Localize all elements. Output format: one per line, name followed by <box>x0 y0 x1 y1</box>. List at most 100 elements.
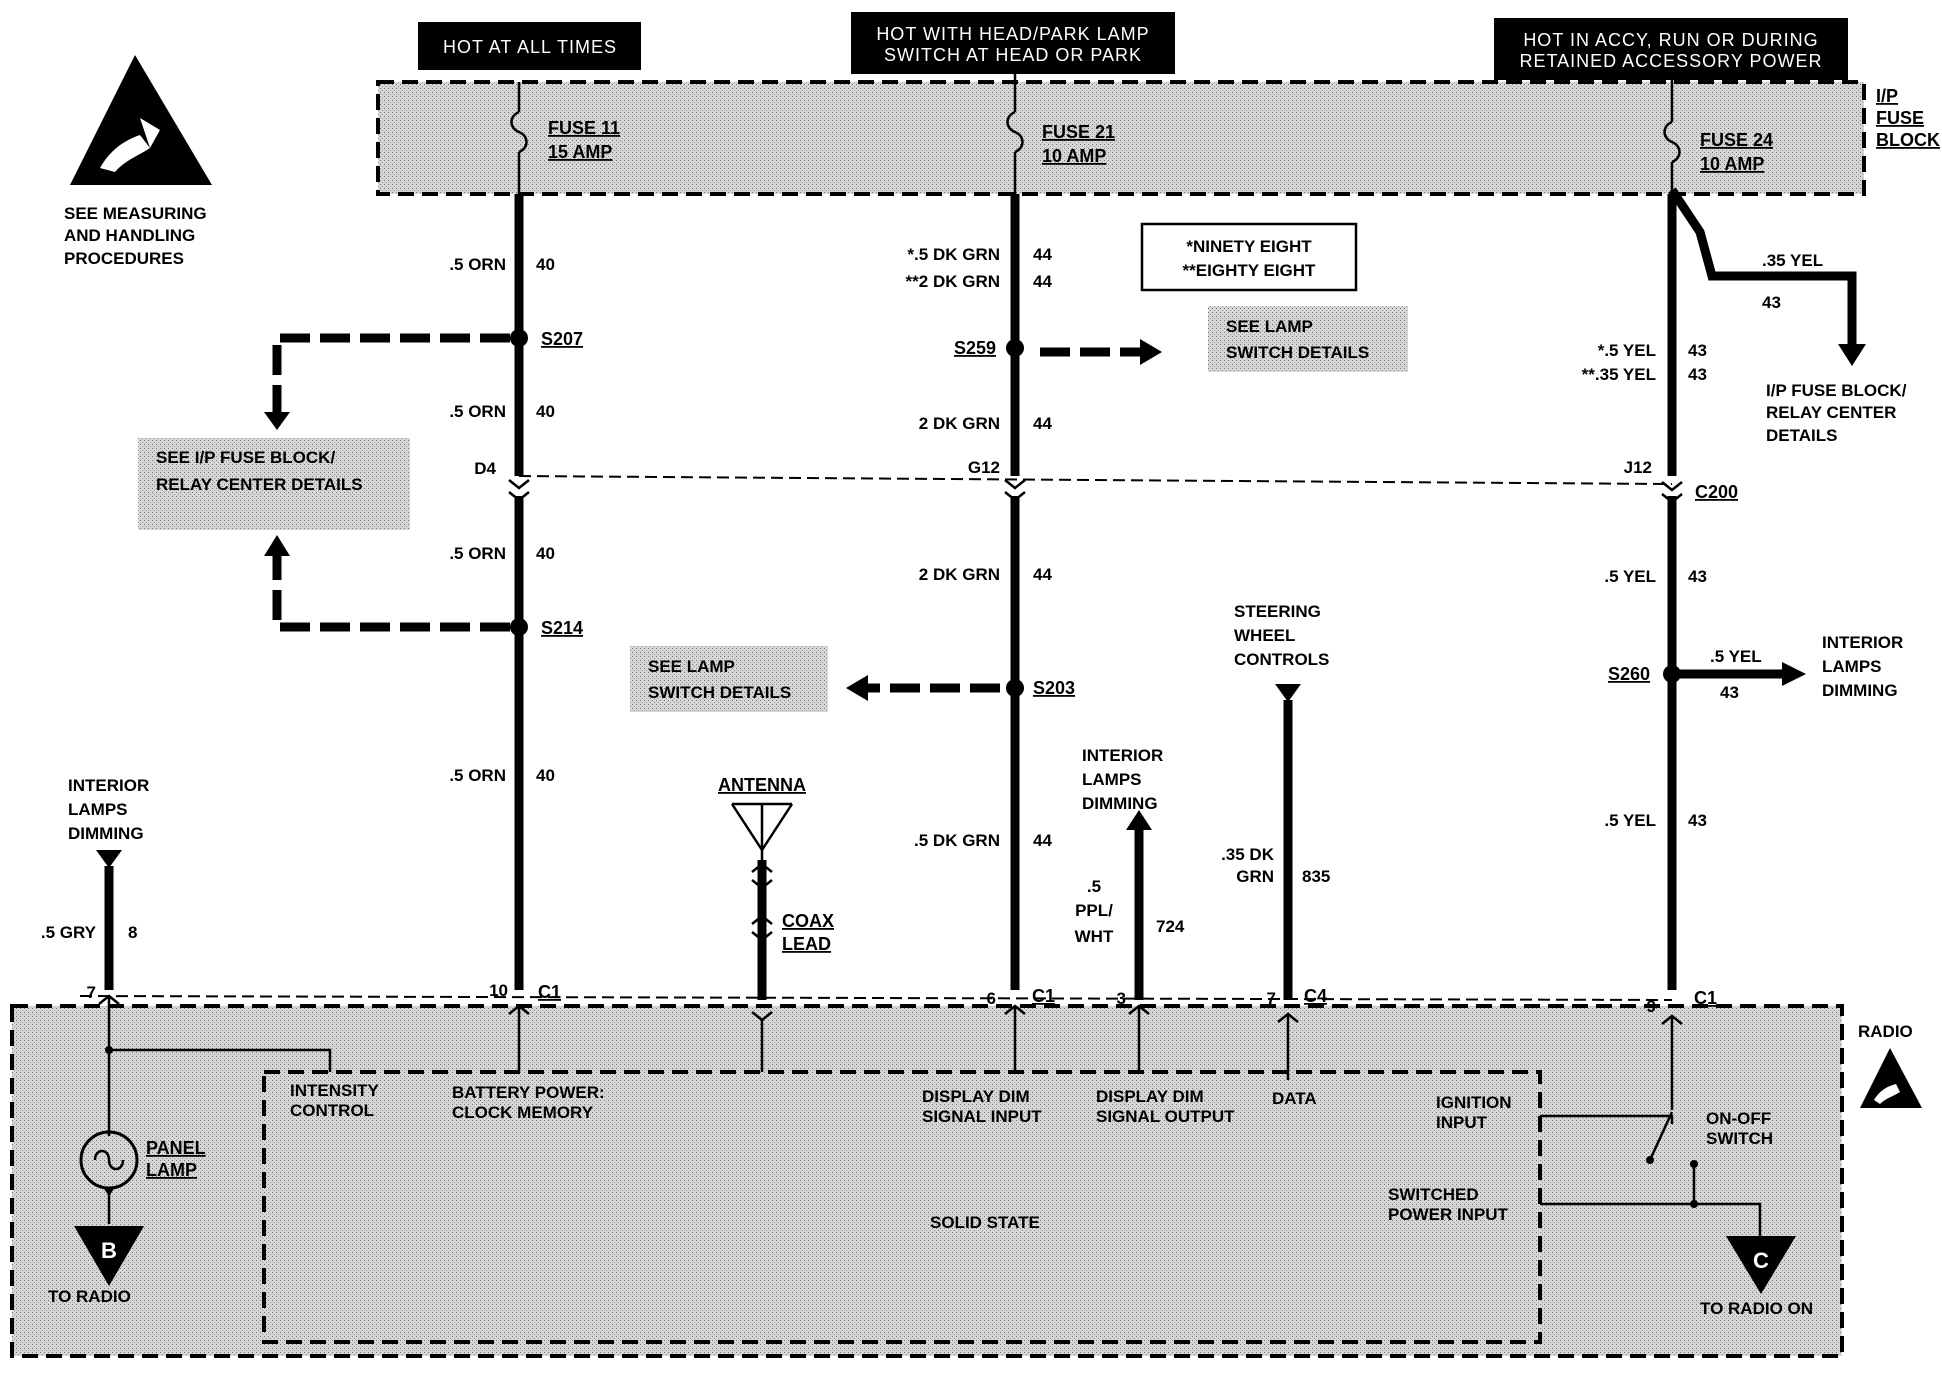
svg-text:DIMMING: DIMMING <box>68 824 144 843</box>
radio-esd-icon <box>1860 1048 1922 1108</box>
coax-lead-label: COAX LEAD <box>782 911 834 954</box>
svg-text:**EIGHTY EIGHT: **EIGHTY EIGHT <box>1183 261 1316 280</box>
steering-wheel-controls: STEERING WHEEL CONTROLS <box>1234 602 1329 669</box>
data-label: DATA <box>1272 1089 1317 1108</box>
fuse-21-rating: 10 AMP <box>1042 146 1106 166</box>
splice-s207-label: S207 <box>541 329 583 349</box>
svg-text:SWITCH DETAILS: SWITCH DETAILS <box>1226 343 1369 362</box>
svg-text:40: 40 <box>536 255 555 274</box>
svg-text:LAMPS: LAMPS <box>68 800 128 819</box>
interior-lamps-dimming-right: INTERIOR LAMPS DIMMING <box>1822 633 1903 700</box>
svg-text:GRN: GRN <box>1236 867 1274 886</box>
svg-text:.5 YEL: .5 YEL <box>1604 811 1656 830</box>
fuse-21-label: FUSE 21 <box>1042 122 1115 142</box>
svg-text:44: 44 <box>1033 565 1052 584</box>
svg-text:.5 ORN: .5 ORN <box>449 766 506 785</box>
header-hot-accy: HOT IN ACCY, RUN OR DURING RETAINED ACCE… <box>1494 18 1848 80</box>
svg-text:.35 YEL: .35 YEL <box>1762 251 1823 270</box>
connector-d4-pin <box>508 479 530 490</box>
svg-text:WHEEL: WHEEL <box>1234 626 1295 645</box>
splice-s260-label: S260 <box>1608 664 1650 684</box>
svg-text:40: 40 <box>536 402 555 421</box>
svg-text:B: B <box>101 1238 117 1263</box>
svg-text:SIGNAL OUTPUT: SIGNAL OUTPUT <box>1096 1107 1235 1126</box>
fuse-24-rating: 10 AMP <box>1700 154 1764 174</box>
svg-text:RELAY CENTER DETAILS: RELAY CENTER DETAILS <box>156 475 363 494</box>
lamp-switch-reference-1: SEE LAMP SWITCH DETAILS <box>1208 306 1408 372</box>
svg-text:2 DK GRN: 2 DK GRN <box>919 565 1000 584</box>
svg-text:SEE I/P FUSE BLOCK/: SEE I/P FUSE BLOCK/ <box>156 448 335 467</box>
svg-text:2 DK GRN: 2 DK GRN <box>919 414 1000 433</box>
svg-text:.35 DK: .35 DK <box>1221 845 1275 864</box>
svg-text:SWITCHED: SWITCHED <box>1388 1185 1479 1204</box>
svg-text:TO RADIO: TO RADIO <box>48 1287 131 1306</box>
intensity-control-line <box>109 1048 332 1072</box>
svg-text:.5 YEL: .5 YEL <box>1710 647 1762 666</box>
svg-text:WHT: WHT <box>1075 927 1114 946</box>
esd-note: SEE MEASURING AND HANDLING PROCEDURES <box>64 204 207 268</box>
model-legend: *NINETY EIGHT **EIGHTY EIGHT <box>1140 222 1358 292</box>
fuse-11-label: FUSE 11 <box>548 118 620 138</box>
svg-text:*NINETY EIGHT: *NINETY EIGHT <box>1186 237 1312 256</box>
interior-lamps-dimming-left: INTERIOR LAMPS DIMMING <box>68 776 149 843</box>
to-radio-on-c: C TO RADIO ON <box>1700 1236 1813 1318</box>
svg-text:SIGNAL INPUT: SIGNAL INPUT <box>922 1107 1042 1126</box>
svg-text:INTERIOR: INTERIOR <box>68 776 149 795</box>
svg-text:INPUT: INPUT <box>1436 1113 1488 1132</box>
fuse-21-icon <box>1006 110 1024 154</box>
svg-text:BATTERY POWER:: BATTERY POWER: <box>452 1083 605 1102</box>
svg-text:LAMPS: LAMPS <box>1822 657 1882 676</box>
splice-s207 <box>510 329 528 347</box>
fuse-11-icon <box>510 110 528 154</box>
pin-6: 6 <box>987 989 996 1008</box>
connector-g12: G12 <box>968 458 1000 477</box>
ip-fuse-block <box>376 80 1866 196</box>
svg-text:**2 DK GRN: **2 DK GRN <box>906 272 1000 291</box>
splice-s214-label: S214 <box>541 618 583 638</box>
svg-text:COAX: COAX <box>782 911 834 931</box>
svg-text:44: 44 <box>1033 272 1052 291</box>
pin-3: 3 <box>1117 989 1126 1008</box>
on-off-switch-label: ON-OFF SWITCH <box>1706 1109 1773 1148</box>
svg-text:.5 GRY: .5 GRY <box>41 923 97 942</box>
svg-text:.5 ORN: .5 ORN <box>449 544 506 563</box>
svg-text:.5 DK GRN: .5 DK GRN <box>914 831 1000 850</box>
svg-text:*.5 DK GRN: *.5 DK GRN <box>907 245 1000 264</box>
intensity-control-label: INTENSITY CONTROL <box>290 1081 379 1120</box>
svg-text:40: 40 <box>536 766 555 785</box>
svg-text:43: 43 <box>1688 341 1707 360</box>
header-hot-all-times: HOT AT ALL TIMES <box>418 22 641 70</box>
svg-text:PROCEDURES: PROCEDURES <box>64 249 184 268</box>
svg-text:DETAILS: DETAILS <box>1766 426 1837 445</box>
connector-j12: J12 <box>1624 458 1652 477</box>
fuse-24-label: FUSE 24 <box>1700 130 1773 150</box>
svg-text:.5 ORN: .5 ORN <box>449 255 506 274</box>
pin-9: 9 <box>1647 997 1656 1016</box>
connector-c1-b: C1 <box>1032 986 1055 1006</box>
fuse-block-label: I/P FUSE BLOCK <box>1876 86 1940 150</box>
svg-text:I/P FUSE BLOCK/: I/P FUSE BLOCK/ <box>1766 381 1907 400</box>
svg-text:I/P: I/P <box>1876 86 1898 106</box>
to-radio-b: B TO RADIO <box>48 1226 144 1306</box>
pin-10: 10 <box>489 981 508 1000</box>
svg-text:IGNITION: IGNITION <box>1436 1093 1512 1112</box>
svg-text:INTERIOR: INTERIOR <box>1822 633 1903 652</box>
svg-text:8: 8 <box>128 923 137 942</box>
svg-text:INTERIOR: INTERIOR <box>1082 746 1163 765</box>
solid-state-module <box>262 1070 1542 1344</box>
svg-text:SEE MEASURING: SEE MEASURING <box>64 204 207 223</box>
svg-text:44: 44 <box>1033 831 1052 850</box>
splice-s214 <box>510 618 528 636</box>
svg-text:PANEL: PANEL <box>146 1138 206 1158</box>
header-hot-head-park: HOT WITH HEAD/PARK LAMP SWITCH AT HEAD O… <box>851 12 1175 74</box>
svg-text:CONTROLS: CONTROLS <box>1234 650 1329 669</box>
s214-reference-line <box>272 550 510 632</box>
svg-text:BLOCK: BLOCK <box>1876 130 1940 150</box>
svg-text:FUSE: FUSE <box>1876 108 1924 128</box>
switched-power-label: SWITCHED POWER INPUT <box>1388 1185 1509 1224</box>
fuse-24-icon <box>1663 120 1681 164</box>
svg-text:DISPLAY DIM: DISPLAY DIM <box>922 1087 1030 1106</box>
connector-c1-a: C1 <box>538 982 561 1002</box>
svg-text:835: 835 <box>1302 867 1330 886</box>
